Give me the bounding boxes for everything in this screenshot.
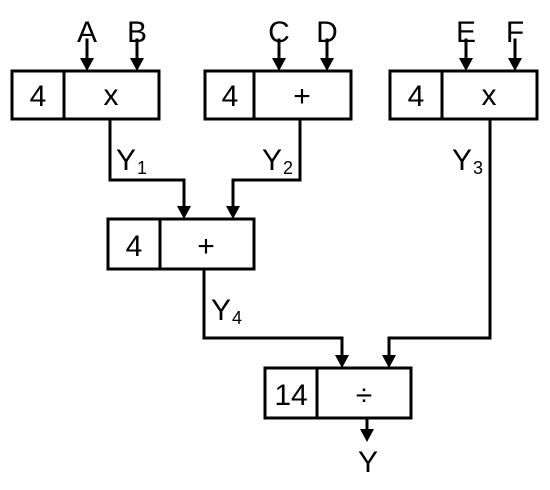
- input-label-a: A: [77, 16, 97, 49]
- multiply-operator: x: [104, 79, 119, 112]
- input-arrow-a: [80, 38, 94, 71]
- input-label-f: F: [506, 16, 524, 49]
- add-operator: +: [197, 230, 215, 263]
- signal-label-y4: Y4: [211, 294, 242, 328]
- output-label-y: Y: [358, 446, 378, 479]
- latency-label: 4: [222, 80, 239, 113]
- unit-divide: 14 ÷: [263, 366, 413, 420]
- add-operator: +: [293, 80, 311, 113]
- input-label-b: B: [127, 16, 147, 49]
- unit-multiply-2: 4 x: [388, 69, 539, 121]
- latency-label: 4: [126, 230, 143, 263]
- wire-y1: [108, 117, 191, 219]
- wire-y4: [202, 267, 349, 368]
- unit-add-2: 4 +: [106, 217, 256, 271]
- divide-operator: ÷: [356, 379, 372, 412]
- latency-label: 14: [274, 379, 307, 412]
- unit-multiply-1: 4 x: [10, 69, 161, 121]
- signal-label-y1: Y1: [116, 144, 147, 178]
- wire-y2: [226, 117, 302, 219]
- input-label-d: D: [316, 16, 338, 49]
- input-arrow-f: [508, 38, 522, 71]
- input-arrow-b: [130, 38, 144, 71]
- input-label-e: E: [456, 16, 476, 49]
- latency-label: 4: [408, 80, 425, 113]
- multiply-operator: x: [482, 79, 497, 112]
- signal-label-y3: Y3: [452, 144, 483, 178]
- input-arrow-e: [459, 38, 473, 71]
- signal-label-y2: Y2: [262, 144, 293, 178]
- input-arrow-c: [272, 38, 286, 71]
- latency-label: 4: [30, 80, 47, 113]
- unit-add-1: 4 +: [203, 69, 353, 121]
- output-arrow-y: [360, 416, 374, 442]
- wire-y3: [382, 117, 492, 368]
- input-arrow-d: [320, 38, 334, 71]
- input-label-c: C: [268, 16, 290, 49]
